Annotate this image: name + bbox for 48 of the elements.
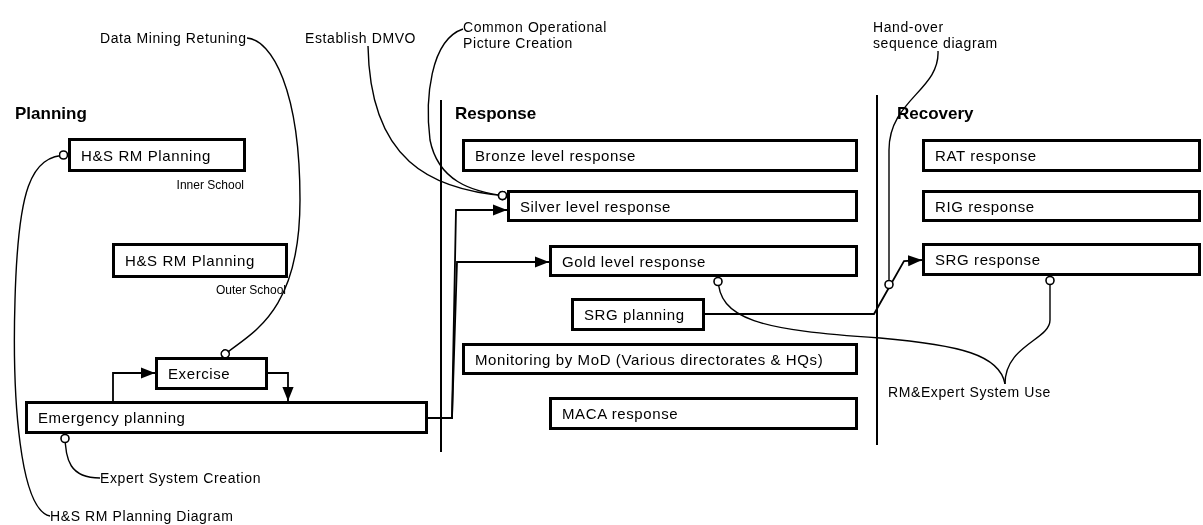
arrow bbox=[267, 372, 294, 402]
box-label: Silver level response bbox=[520, 197, 671, 215]
annotation-text: Establish DMVO bbox=[305, 30, 417, 46]
annotation-text: Expert System Creation bbox=[100, 470, 262, 486]
process-box bbox=[68, 138, 246, 172]
process-box bbox=[922, 190, 1201, 222]
process-box bbox=[922, 243, 1201, 276]
process-box bbox=[549, 245, 858, 277]
box-label: H&S RM Planning bbox=[125, 252, 255, 269]
annotation-text: Common Operational Picture Creation bbox=[463, 19, 613, 51]
annotation-text: H&S RM Planning Diagram bbox=[50, 508, 234, 524]
leader-line bbox=[13, 150, 69, 517]
lane-heading: Recovery bbox=[897, 104, 974, 124]
process-box bbox=[549, 397, 858, 430]
annotation-text: Hand-over sequence diagram bbox=[873, 19, 1007, 51]
box-label: H&S RM Planning bbox=[81, 146, 211, 164]
process-box bbox=[112, 243, 288, 278]
process-box bbox=[462, 139, 858, 172]
box-label: RIG response bbox=[935, 197, 1035, 215]
lane-heading: Planning bbox=[15, 104, 87, 124]
arrow bbox=[427, 256, 550, 419]
process-box bbox=[507, 190, 858, 222]
arrow bbox=[112, 367, 156, 402]
box-label: SRG planning bbox=[584, 306, 685, 323]
box-caption: Inner School bbox=[175, 178, 244, 192]
process-box bbox=[571, 298, 705, 331]
box-caption: Outer School bbox=[214, 283, 286, 297]
lane-heading: Response bbox=[455, 104, 537, 124]
arrow bbox=[704, 255, 923, 315]
leader-line bbox=[1004, 275, 1055, 385]
box-label: Gold level response bbox=[562, 252, 706, 270]
box-label: RAT response bbox=[935, 147, 1037, 164]
annotation-text: Data Mining Retuning bbox=[100, 30, 247, 46]
box-label: Bronze level response bbox=[475, 147, 637, 164]
annotation-text: RM&Expert System Use bbox=[888, 384, 1051, 400]
box-label: Emergency planning bbox=[38, 409, 186, 426]
leader-line bbox=[60, 433, 101, 479]
leader-line bbox=[427, 28, 508, 201]
process-box bbox=[25, 401, 428, 434]
box-label: SRG response bbox=[935, 251, 1041, 268]
leader-line bbox=[884, 50, 939, 290]
leader-line bbox=[220, 37, 301, 359]
process-box bbox=[922, 139, 1201, 172]
process-box bbox=[155, 357, 268, 390]
box-label: Exercise bbox=[168, 365, 231, 382]
box-label: MACA response bbox=[562, 405, 679, 422]
box-label: Monitoring by MoD (Various directorates & HQs) bbox=[475, 350, 824, 368]
process-box bbox=[462, 343, 858, 375]
